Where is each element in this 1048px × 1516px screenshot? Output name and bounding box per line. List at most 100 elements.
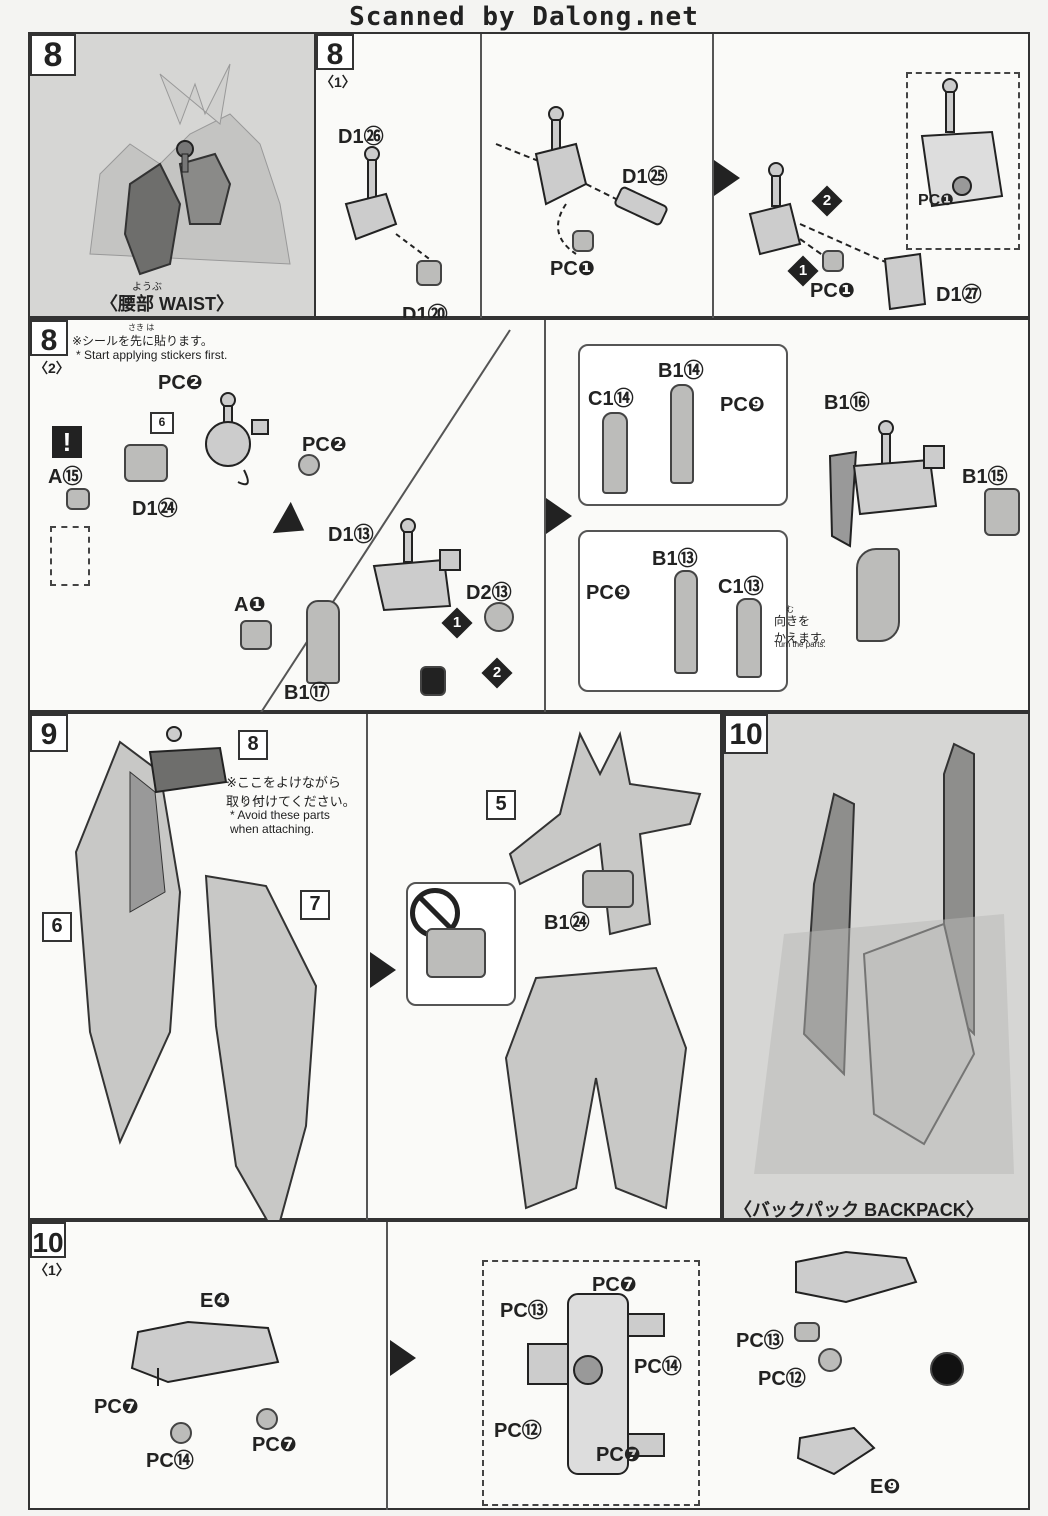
part-pc7 — [256, 1408, 278, 1430]
substep-label: 〈2〉 — [34, 360, 70, 376]
skirt-armor-left — [74, 740, 182, 1145]
next-arrow — [370, 952, 396, 988]
part-label-pc1-inset: PC❶ — [918, 192, 954, 209]
part-pc12 — [818, 1348, 842, 1372]
part-label-a15: A⑮ — [48, 466, 83, 488]
part-pc13 — [794, 1322, 820, 1342]
turn-note-en: Turn the parts. — [774, 640, 826, 649]
next-arrow — [714, 160, 740, 196]
turn-note-jp: 向きを かえます。 — [774, 614, 833, 645]
step-number-box: 9 — [30, 714, 68, 752]
divider — [712, 34, 714, 318]
sticker-note-jp: ※シールを先に貼ります。 — [72, 334, 213, 348]
step8-2-panel: 8 〈2〉 さき は ※シールを先に貼ります。 * Start applying… — [28, 318, 1030, 714]
part-label-b1-17: B1⑰ — [284, 682, 330, 704]
part-label-d1-26: D1㉖ — [338, 126, 384, 148]
lower-body-assembly — [504, 966, 688, 1210]
joint-assembly — [495, 106, 668, 255]
substep-label: 〈1〉 — [34, 1262, 70, 1278]
part-label-pc2: PC❷ — [302, 434, 347, 456]
step-marker-1: 1 — [441, 607, 473, 639]
part-label-pc12: PC⑫ — [758, 1368, 806, 1390]
sticker-inset — [50, 526, 90, 586]
inset-detail-part — [920, 78, 1004, 208]
part-c1-14 — [602, 412, 628, 494]
part-label-pc7: PC❼ — [592, 1274, 637, 1296]
part-a1 — [240, 620, 272, 650]
part-b1-24 — [582, 870, 634, 908]
part-label-pc9: PC❾ — [586, 582, 631, 604]
part-label-d1-27: D1㉗ — [936, 284, 982, 306]
step8-1-panel: 8 〈1〉 D1㉖ D1⑳ D1㉕ PC❶ 2 1 PC❶ D1㉗ — [314, 32, 1030, 326]
part-label-pc14: PC⑭ — [146, 1450, 194, 1472]
step-ref-6: 6 — [42, 912, 72, 942]
part-label-pc7: PC❼ — [94, 1396, 139, 1418]
part-d1-20 — [416, 260, 442, 286]
hip-joint-assembly — [372, 518, 461, 612]
part-label-b1-16: B1⑯ — [824, 392, 870, 414]
part-b1-14 — [670, 384, 694, 484]
divider — [386, 1222, 388, 1510]
sticker-marker — [930, 1352, 964, 1386]
hip-unit — [148, 726, 228, 794]
step-number-box: 8 — [316, 34, 354, 71]
backpack-illustration — [754, 742, 1014, 1174]
step-number-box: 10 — [30, 1222, 66, 1258]
avoid-note-en: * Avoid these parts when attaching. — [230, 808, 330, 836]
part-label-pc9: PC❾ — [720, 394, 765, 416]
part-label-b1-13: B1⑬ — [652, 548, 698, 570]
joint-assembly-2 — [748, 162, 927, 311]
step-number-box: 8 — [30, 320, 68, 357]
step-ref-7: 7 — [300, 890, 330, 920]
next-arrow — [390, 1340, 416, 1376]
substep-label: 〈1〉 — [320, 74, 356, 90]
sticker-note-ruby: さき は — [128, 323, 155, 332]
part-label-b1-14: B1⑭ — [658, 360, 704, 382]
part-label-d1-13: D1⑬ — [328, 524, 374, 546]
avoid-note-ruby: と つ — [242, 797, 261, 806]
part-label-pc1: PC❶ — [810, 280, 855, 302]
part-d2-13 — [484, 602, 514, 632]
part-label-pc7: PC❼ — [252, 1434, 297, 1456]
hip-joint-part — [205, 392, 269, 486]
step10-panel: 10 〈バックパック BACKPACK〉 — [722, 712, 1030, 1220]
part-e9 — [796, 1426, 876, 1476]
part-label-pc13: PC⑬ — [736, 1330, 784, 1352]
divider — [544, 320, 546, 712]
sticker-ref-6: 6 — [150, 412, 174, 434]
warning-icon: ! — [52, 426, 82, 458]
step-marker-2: 2 — [811, 185, 843, 217]
step-ref-8: 8 — [238, 730, 268, 760]
waist-illustration — [89, 63, 291, 276]
step8-panel: 8 〈腰部 WAIST〉 ようぶ — [28, 32, 316, 318]
part-label-pc7: PC❼ — [596, 1444, 641, 1466]
part-pc1 — [822, 250, 844, 272]
part-label-b1-24: B1㉔ — [544, 912, 590, 934]
waist-caption: 〈腰部 WAIST〉 — [100, 294, 234, 314]
skirt-armor-right — [204, 874, 318, 1239]
part-label-d1-25: D1㉕ — [622, 166, 668, 188]
divider — [480, 34, 482, 318]
part-b1-17 — [306, 600, 340, 684]
part-c1-13 — [736, 598, 762, 678]
cut-icon — [420, 666, 446, 696]
part-label-e4: E❹ — [200, 1290, 231, 1312]
part-pc14 — [170, 1422, 192, 1444]
part-label-pc2: PC❷ — [158, 372, 203, 394]
hip-joint-final — [828, 420, 945, 548]
part-label-c1-13: C1⑬ — [718, 576, 764, 598]
divider — [366, 714, 368, 1220]
part-b1-13 — [674, 570, 698, 674]
scan-title: Scanned by Dalong.net — [349, 2, 699, 32]
part-pc1 — [572, 230, 594, 252]
part-label-c1-14: C1⑭ — [588, 388, 634, 410]
part-label-pc1: PC❶ — [550, 258, 595, 280]
inset-part-layout — [527, 1293, 665, 1475]
joint-part — [344, 146, 437, 264]
step10-1-panel: 10 〈1〉 E❹ PC❼ PC⑭ PC❼ PC⑬ PC❼ PC⑭ PC⑫ PC… — [28, 1220, 1030, 1510]
part-pc2 — [298, 454, 320, 476]
step-ref-5: 5 — [486, 790, 516, 820]
upper-body-assembly — [508, 730, 702, 936]
part-b1-24-wrong — [426, 928, 486, 978]
turn-ruby: む — [786, 605, 794, 614]
